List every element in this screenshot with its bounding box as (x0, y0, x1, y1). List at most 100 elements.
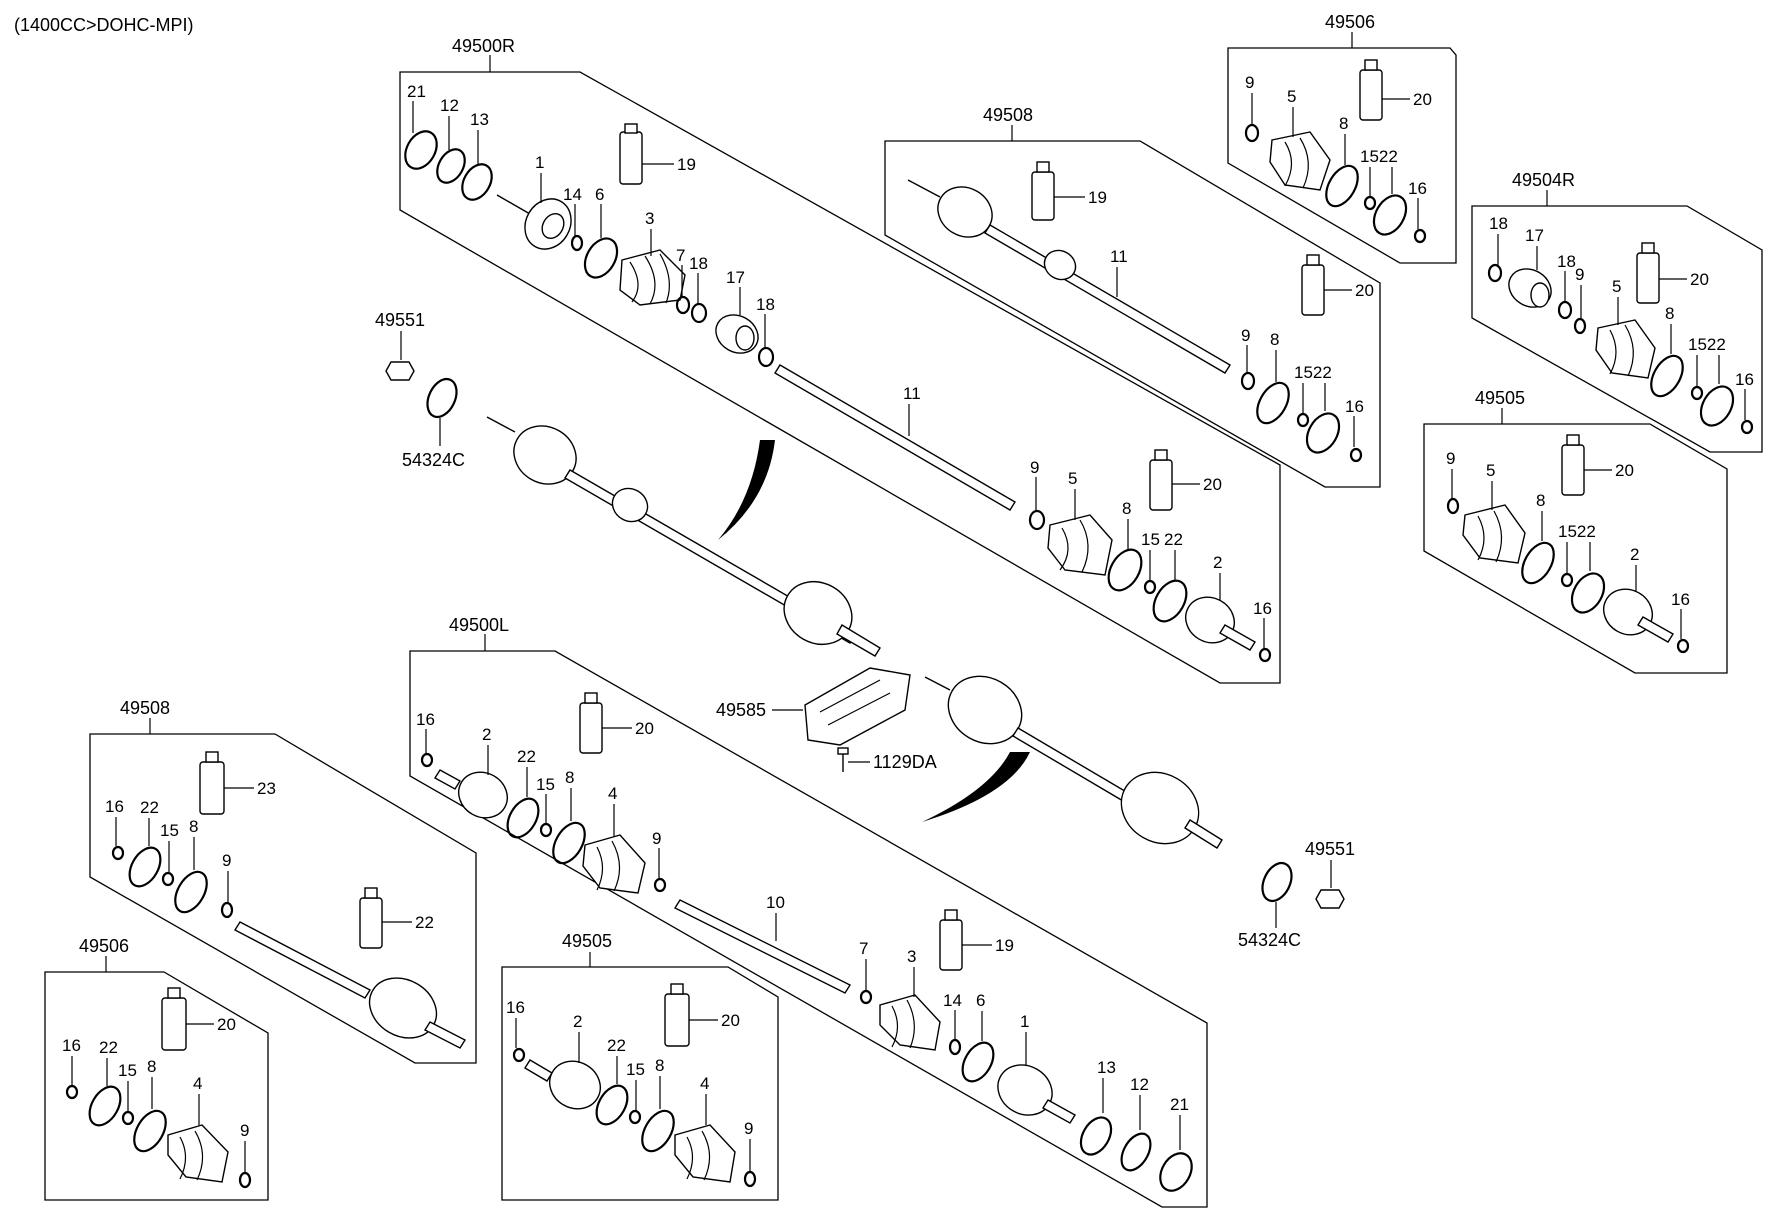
assembly-label-49504R[interactable]: 49504R (1512, 170, 1575, 190)
part-ring-16c[interactable] (1413, 228, 1427, 244)
part-clamp-22h[interactable] (83, 1081, 127, 1130)
part-grease-20b[interactable] (1301, 254, 1325, 316)
part-boot-4f[interactable] (582, 834, 646, 894)
part-boot-3f[interactable] (879, 994, 941, 1051)
part-shaft-11[interactable] (774, 364, 1016, 511)
part-nut-9c[interactable] (1244, 123, 1260, 143)
part-boot-5d[interactable] (1595, 319, 1656, 379)
part-boot-4i[interactable] (674, 1124, 736, 1183)
part-grease-23[interactable] (199, 751, 225, 815)
part-clamp-22g[interactable] (123, 842, 167, 891)
part-clamp-22e[interactable] (1565, 568, 1610, 618)
part-ring-15d[interactable] (1690, 385, 1704, 401)
part-ring-18a[interactable] (690, 302, 708, 324)
part-nut-9g[interactable] (220, 901, 234, 919)
part-ring-15f[interactable] (539, 822, 553, 838)
part-clamp-8h[interactable] (128, 1105, 173, 1156)
part-label-1129DA[interactable]: 1129DA (873, 752, 937, 772)
part-outer-cv-joint-1[interactable] (496, 190, 580, 257)
assembly-label-49506-top[interactable]: 49506 (1325, 12, 1375, 32)
part-shaft-assembly-49508[interactable] (907, 177, 1231, 374)
part-ring-12[interactable] (432, 144, 471, 187)
part-nut-9f[interactable] (653, 877, 667, 893)
part-damper-17[interactable] (709, 307, 765, 360)
assembly-label-49500R[interactable]: 49500R (452, 36, 515, 56)
part-washer-54324C-right[interactable] (1257, 858, 1297, 905)
part-inner-joint-2e[interactable] (1595, 580, 1674, 643)
part-clamp-8d[interactable] (1645, 350, 1690, 401)
part-nut-9d[interactable] (1573, 317, 1587, 335)
part-clamp-8b[interactable] (1251, 377, 1296, 428)
part-boot-3[interactable] (619, 249, 686, 306)
part-label-49585[interactable]: 49585 (716, 700, 766, 720)
part-ring-12f[interactable] (1116, 1129, 1157, 1176)
part-clamp-22b[interactable] (1300, 408, 1345, 458)
part-ring-16a[interactable] (1258, 647, 1272, 663)
part-boot-5[interactable] (1047, 514, 1113, 576)
part-grease-20a[interactable] (1149, 449, 1173, 511)
assembly-label-49505-bottom[interactable]: 49505 (562, 931, 612, 951)
part-nut-9i[interactable] (743, 1170, 757, 1188)
part-inner-joint-2i[interactable] (524, 1052, 609, 1118)
part-ring-15c[interactable] (1363, 195, 1377, 211)
part-ring-18b[interactable] (757, 346, 775, 368)
part-clamp-6f[interactable] (956, 1037, 1000, 1086)
part-grease-20h[interactable] (161, 987, 187, 1051)
part-ring-18e[interactable] (1557, 300, 1573, 320)
part-ring-16b[interactable] (1349, 447, 1363, 463)
part-boot-5c[interactable] (1269, 131, 1331, 191)
part-grease-19[interactable] (619, 123, 643, 185)
assembly-label-49506-left[interactable]: 49506 (79, 936, 129, 956)
part-shaft-assembly-49508-left[interactable] (234, 921, 466, 1050)
part-grease-20d[interactable] (1636, 242, 1660, 304)
part-inner-joint-2f[interactable] (434, 763, 516, 826)
part-ring-15h[interactable] (121, 1110, 135, 1126)
part-nut-9e[interactable] (1446, 497, 1460, 515)
part-nut-9[interactable] (1028, 509, 1046, 531)
part-driveshaft-left-complete[interactable] (924, 663, 1223, 857)
part-ring-15b[interactable] (1296, 412, 1310, 428)
part-grease-22g[interactable] (359, 887, 383, 949)
part-ring-16h[interactable] (65, 1084, 79, 1100)
part-ring-15g[interactable] (161, 871, 175, 887)
part-ring-15a[interactable] (1143, 579, 1157, 595)
part-grease-20e[interactable] (1561, 434, 1585, 496)
part-grease-19f[interactable] (939, 909, 963, 971)
part-clamp-22c[interactable] (1367, 190, 1412, 240)
part-ring-16d[interactable] (1740, 419, 1754, 435)
part-grease-20i[interactable] (664, 983, 690, 1047)
part-washer-54324C-left[interactable] (422, 374, 462, 421)
part-ring-14[interactable] (570, 234, 584, 252)
part-bolt-1129DA[interactable] (837, 747, 849, 772)
part-outer-cv-joint-1f[interactable] (989, 1055, 1076, 1125)
part-label-49551-right[interactable]: 49551 (1305, 839, 1355, 859)
part-ring-13[interactable] (456, 159, 498, 205)
part-ring-16i[interactable] (512, 1047, 526, 1063)
part-clamp-8f[interactable] (547, 817, 592, 868)
assembly-label-49508-left[interactable]: 49508 (120, 698, 170, 718)
part-label-49551-left[interactable]: 49551 (375, 310, 425, 330)
part-grease-20f[interactable] (579, 692, 603, 754)
part-damper-17d[interactable] (1502, 261, 1558, 314)
part-boot-5e[interactable] (1462, 504, 1526, 564)
part-nut-49551-right[interactable] (1315, 889, 1345, 909)
part-shaft-10[interactable] (673, 899, 852, 994)
part-ring-15i[interactable] (628, 1109, 642, 1125)
part-grease-20c[interactable] (1359, 59, 1383, 121)
part-clamp-8c[interactable] (1320, 160, 1365, 211)
part-ring-14f[interactable] (948, 1038, 962, 1056)
part-ring-18d[interactable] (1487, 263, 1503, 283)
part-nut-9b[interactable] (1240, 371, 1256, 391)
assembly-label-49508-top[interactable]: 49508 (983, 105, 1033, 125)
part-ring-13f[interactable] (1075, 1112, 1118, 1160)
part-clamp-8i[interactable] (636, 1105, 681, 1156)
part-ring-15e[interactable] (1560, 572, 1574, 588)
part-ring-16f[interactable] (420, 752, 434, 768)
part-inner-joint-2a[interactable] (1177, 588, 1256, 651)
part-label-54324C-right[interactable]: 54324C (1238, 930, 1301, 950)
part-clamp-8a[interactable] (1102, 544, 1148, 596)
part-boot-4h[interactable] (167, 1124, 229, 1183)
part-grease-19b[interactable] (1031, 161, 1055, 221)
assembly-label-49505-right[interactable]: 49505 (1475, 388, 1525, 408)
assembly-label-49500L[interactable]: 49500L (449, 615, 509, 635)
